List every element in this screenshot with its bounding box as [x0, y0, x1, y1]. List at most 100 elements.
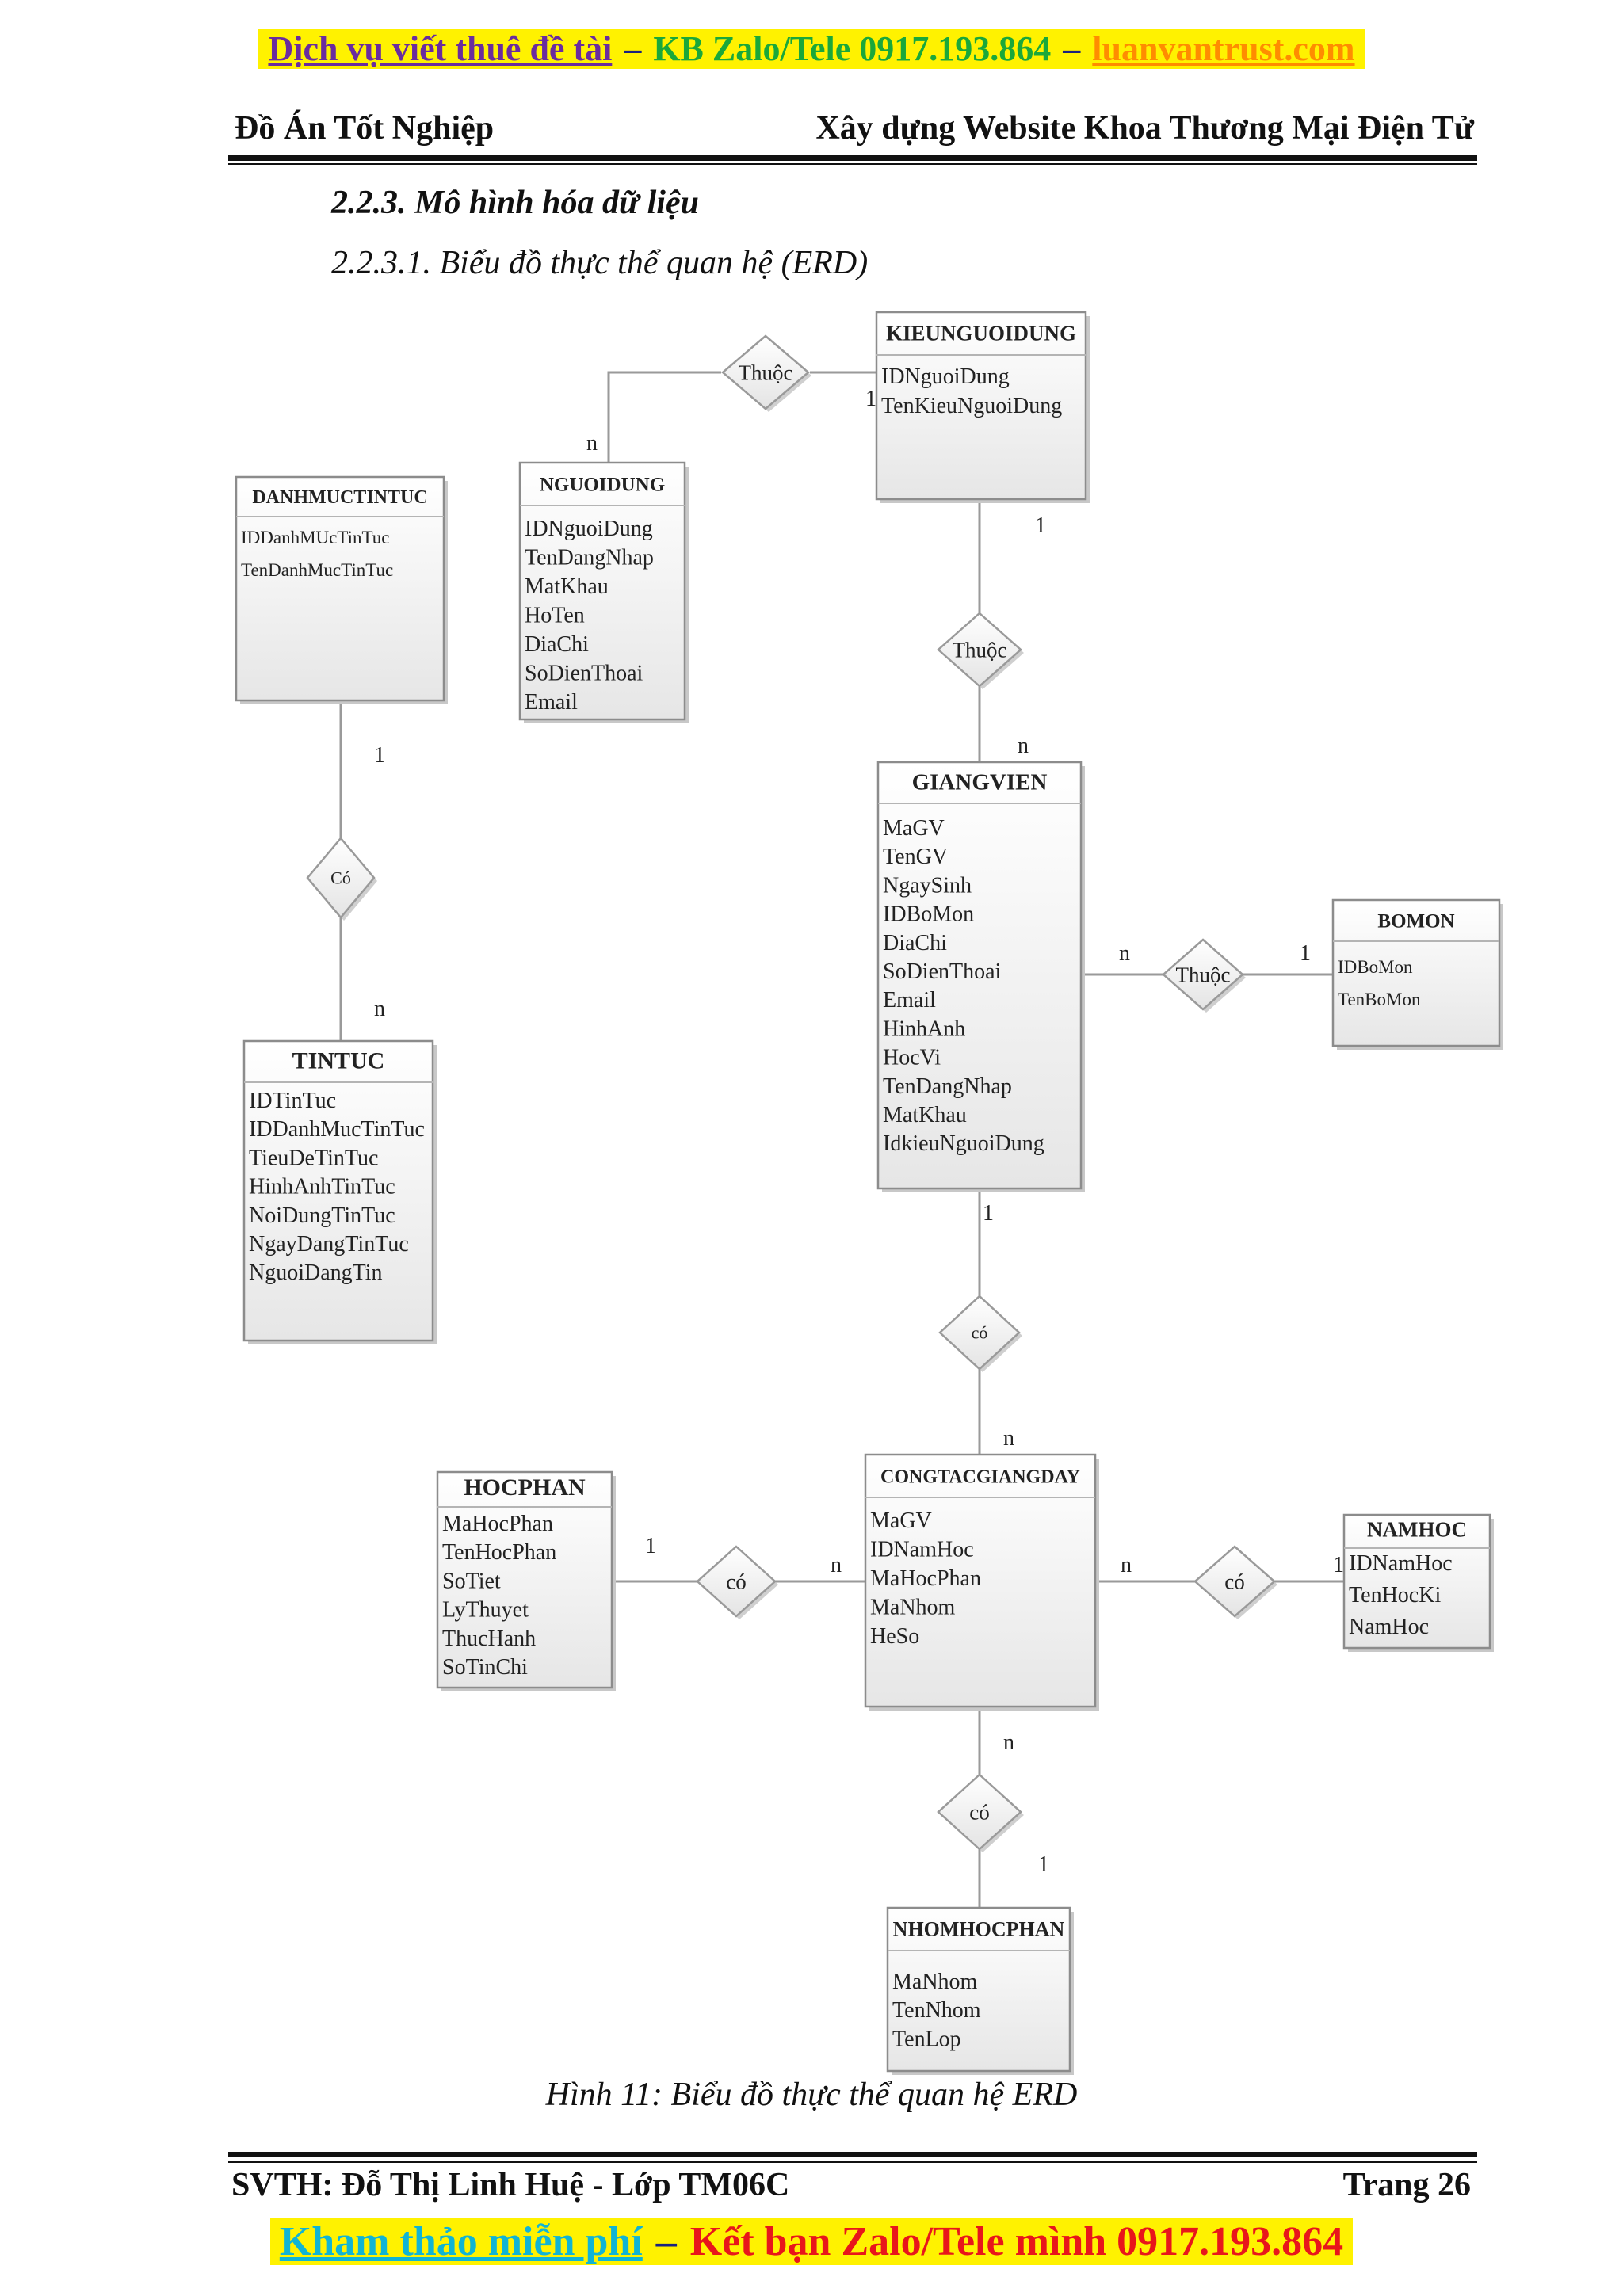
- entity-hocphan: HOCPHANMaHocPhanTenHocPhanSoTietLyThuyet…: [436, 1470, 616, 1691]
- entity-attribute: TieuDeTinTuc: [249, 1146, 378, 1170]
- entity-attribute: SoTinChi: [442, 1655, 528, 1680]
- banner-service-link[interactable]: Dịch vụ viết thuê đề tài: [268, 29, 613, 68]
- entity-attribute: SoDienThoai: [525, 662, 643, 686]
- header-rule-thin: [228, 163, 1477, 165]
- entity-name: HOCPHAN: [464, 1474, 586, 1501]
- entity-attribute: TenDanhMucTinTuc: [241, 560, 393, 580]
- relationship-r6: có: [696, 1545, 778, 1619]
- entity-attribute: IDNguoiDung: [881, 364, 1010, 389]
- entity-attribute: IDNguoiDung: [525, 517, 653, 541]
- entity-attribute: HocVi: [883, 1046, 941, 1070]
- section-subheading: 2.2.3.1. Biểu đồ thực thể quan hệ (ERD): [331, 245, 869, 281]
- header-rule: [228, 155, 1477, 161]
- relationship-label: Thuộc: [1176, 963, 1231, 986]
- entity-giangvien: GIANGVIENMaGVTenGVNgaySinhIDBoMonDiaChiS…: [876, 761, 1085, 1192]
- relationship-label: có: [726, 1569, 746, 1593]
- bottom-banner: Kham thảo miễn phí – Kết bạn Zalo/Tele m…: [0, 2218, 1623, 2265]
- entity-attribute: Email: [883, 988, 936, 1013]
- entity-attribute: TenGV: [883, 845, 948, 869]
- entity-attribute: HeSo: [870, 1624, 919, 1649]
- entity-attribute: HoTen: [525, 604, 585, 628]
- entity-attribute: DiaChi: [883, 931, 947, 955]
- entity-name: KIEUNGUOIDUNG: [886, 322, 1076, 345]
- entity-attribute: TenKieuNguoiDung: [881, 394, 1062, 418]
- entity-attribute: DiaChi: [525, 632, 589, 657]
- entity-attribute: TenBoMon: [1338, 990, 1421, 1009]
- relationship-label: có: [972, 1323, 988, 1343]
- entity-attribute: TenDangNhap: [525, 546, 654, 570]
- entity-attribute: IdkieuNguoiDung: [883, 1131, 1044, 1156]
- entity-attribute: MatKhau: [525, 574, 609, 599]
- relationship-label: có: [969, 1800, 989, 1824]
- cardinality-label: n: [1003, 1426, 1014, 1451]
- footer-page-number: Trang 26: [1342, 2167, 1471, 2203]
- relationship-r7: có: [1193, 1545, 1277, 1619]
- entity-attribute: IDBoMon: [1338, 957, 1413, 977]
- connector-line: [607, 371, 721, 463]
- cardinality-label: 1: [1035, 513, 1046, 538]
- entity-attribute: TenHocKi: [1349, 1583, 1441, 1608]
- cardinality-label: 1: [865, 387, 876, 411]
- entity-attribute: SoDienThoai: [883, 959, 1002, 984]
- entity-attribute: Email: [525, 690, 578, 715]
- relationship-label: Thuộc: [739, 360, 793, 384]
- cardinality-label: 1: [645, 1534, 656, 1558]
- banner-sep: –: [615, 29, 651, 68]
- entity-name: DANHMUCTINTUC: [252, 487, 427, 508]
- cardinality-label: 1: [1300, 941, 1311, 966]
- cardinality-label: n: [1119, 941, 1130, 966]
- cardinality-label: 1: [374, 743, 385, 768]
- entity-attribute: TenNhom: [892, 1998, 981, 2023]
- header-left: Đồ Án Tốt Nghiệp: [235, 110, 495, 147]
- cardinality-label: n: [1121, 1553, 1132, 1577]
- entity-attribute: TenHocPhan: [442, 1540, 556, 1565]
- entity-nguoidung: NGUOIDUNG IDNguoiDungTenDangNhapMatKhauHo…: [518, 461, 689, 723]
- entity-attribute: MaNhom: [892, 1970, 978, 1994]
- relationship-label: Có: [330, 868, 351, 888]
- entity-attribute: ThucHanh: [442, 1627, 536, 1651]
- banner-sep: –: [645, 2219, 687, 2264]
- relationship-r3: Có: [306, 837, 377, 921]
- entity-attribute: IDBoMon: [883, 902, 974, 927]
- cardinality-label: 1: [1038, 1852, 1049, 1877]
- entity-attribute: MatKhau: [883, 1103, 967, 1127]
- relationship-r2: Thuộc: [937, 612, 1024, 689]
- entity-attribute: MaGV: [883, 816, 945, 841]
- entity-attribute: NguoiDangTin: [249, 1261, 383, 1285]
- relationship-r4: Thuộc: [1162, 938, 1246, 1013]
- banner-sep: –: [1054, 29, 1090, 68]
- entity-attribute: IDTinTuc: [249, 1089, 336, 1113]
- relationship-r8: có: [937, 1773, 1024, 1852]
- entity-attribute: IDNamHoc: [870, 1538, 974, 1562]
- entity-attribute: IDDanhMucTinTuc: [249, 1117, 425, 1142]
- entity-attribute: NoiDungTinTuc: [249, 1203, 395, 1228]
- cardinality-label: n: [1003, 1730, 1014, 1755]
- entity-name: CONGTACGIANGDAY: [880, 1467, 1080, 1488]
- cardinality-label: 1: [983, 1201, 994, 1226]
- entity-attribute: LyThuyet: [442, 1598, 529, 1623]
- entity-name: BOMON: [1377, 910, 1454, 932]
- relationship-r5: có: [938, 1295, 1022, 1372]
- entity-attribute: TenDangNhap: [883, 1074, 1012, 1099]
- entity-attribute: SoTiet: [442, 1569, 501, 1593]
- footer-rule: [228, 2152, 1477, 2157]
- relationship-label: có: [1224, 1569, 1244, 1593]
- cardinality-label: 1: [1333, 1553, 1344, 1577]
- entity-attribute: IDNamHoc: [1349, 1551, 1453, 1576]
- entity-name: NHOMHOCPHAN: [893, 1918, 1065, 1941]
- entity-attribute: MaGV: [870, 1508, 932, 1533]
- header-right: Xây dựng Website Khoa Thương Mại Điện Tử: [815, 110, 1474, 147]
- entity-attribute: TenLop: [892, 2027, 961, 2051]
- cardinality-label: n: [586, 431, 598, 456]
- entity-attribute: NamHoc: [1349, 1615, 1429, 1639]
- banner-free-link[interactable]: Kham thảo miễn phí: [279, 2219, 643, 2264]
- entity-name: NGUOIDUNG: [540, 475, 665, 496]
- entity-name: NAMHOC: [1367, 1518, 1467, 1542]
- banner-website-link[interactable]: luanvantrust.com: [1092, 29, 1355, 68]
- entity-tintuc: TINTUCIDTinTucIDDanhMucTinTucTieuDeTinTu…: [242, 1039, 437, 1344]
